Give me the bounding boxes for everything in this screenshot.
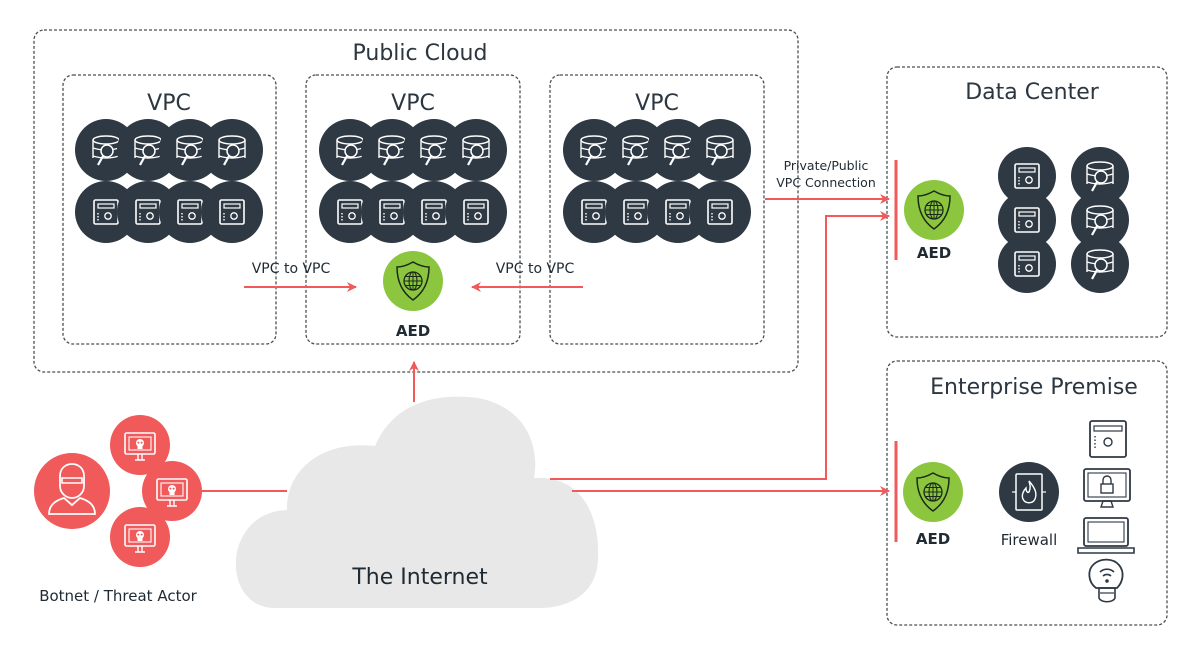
threat-actor[interactable]: [34, 453, 110, 529]
aed-enterprise[interactable]: [903, 462, 963, 522]
enterprise-premise-title: Enterprise Premise: [930, 375, 1138, 400]
aed-data-center[interactable]: [904, 180, 964, 240]
dc-server[interactable]: [998, 147, 1056, 205]
laptop-icon: [1077, 517, 1135, 554]
internet-cloud-shape: [235, 396, 599, 608]
botnet-group: [110, 415, 202, 567]
vpc-to-vpc-right-label: VPC to VPC: [496, 261, 575, 277]
infected-bot[interactable]: [110, 507, 170, 567]
hooded-person-icon: [48, 463, 96, 515]
connection-label-line2: VPC Connection: [776, 175, 876, 190]
firewall[interactable]: [999, 462, 1059, 522]
vpc-title-2: VPC: [391, 91, 435, 116]
public-cloud-title: Public Cloud: [353, 41, 488, 66]
vpc-database[interactable]: [201, 119, 263, 181]
vpc-container-1: [62, 74, 277, 345]
vpc-container-2: [305, 74, 521, 345]
aed-public-cloud[interactable]: [383, 251, 443, 311]
vpc-server[interactable]: [201, 181, 263, 243]
infected-bot[interactable]: [110, 415, 170, 475]
vpc-container-3: [549, 74, 765, 345]
vpc-database[interactable]: [445, 119, 507, 181]
aed-data-center-label: AED: [917, 244, 951, 262]
vpc-title-1: VPC: [147, 91, 191, 116]
dc-server[interactable]: [998, 235, 1056, 293]
aed-public-cloud-label: AED: [396, 322, 430, 340]
enterprise-server-icon: [1089, 420, 1127, 458]
vpc-icon-grids: [75, 119, 751, 243]
vpc-to-vpc-left-label: VPC to VPC: [252, 261, 331, 277]
data-center-assets: [998, 147, 1129, 293]
smart-bulb-icon: [1088, 558, 1124, 603]
dc-database[interactable]: [1071, 191, 1129, 249]
threat-actor-label: Botnet / Threat Actor: [39, 587, 197, 605]
infected-bot[interactable]: [142, 461, 202, 521]
vpc-title-3: VPC: [635, 91, 679, 116]
internet-label: The Internet: [351, 565, 488, 590]
connection-label-line1: Private/Public: [784, 158, 869, 173]
vpc-server[interactable]: [689, 181, 751, 243]
vpc-database[interactable]: [689, 119, 751, 181]
locked-monitor-icon: [1083, 468, 1131, 508]
public-cloud-container: [33, 29, 799, 373]
dc-database[interactable]: [1071, 147, 1129, 205]
internet-to-data-center-arrow: [550, 211, 890, 480]
vpc-server[interactable]: [445, 181, 507, 243]
dc-database[interactable]: [1071, 235, 1129, 293]
aed-enterprise-label: AED: [916, 530, 950, 548]
firewall-label: Firewall: [1001, 531, 1058, 549]
dc-server[interactable]: [998, 191, 1056, 249]
data-center-title: Data Center: [965, 80, 1100, 105]
firewall-icon: [1012, 473, 1046, 511]
